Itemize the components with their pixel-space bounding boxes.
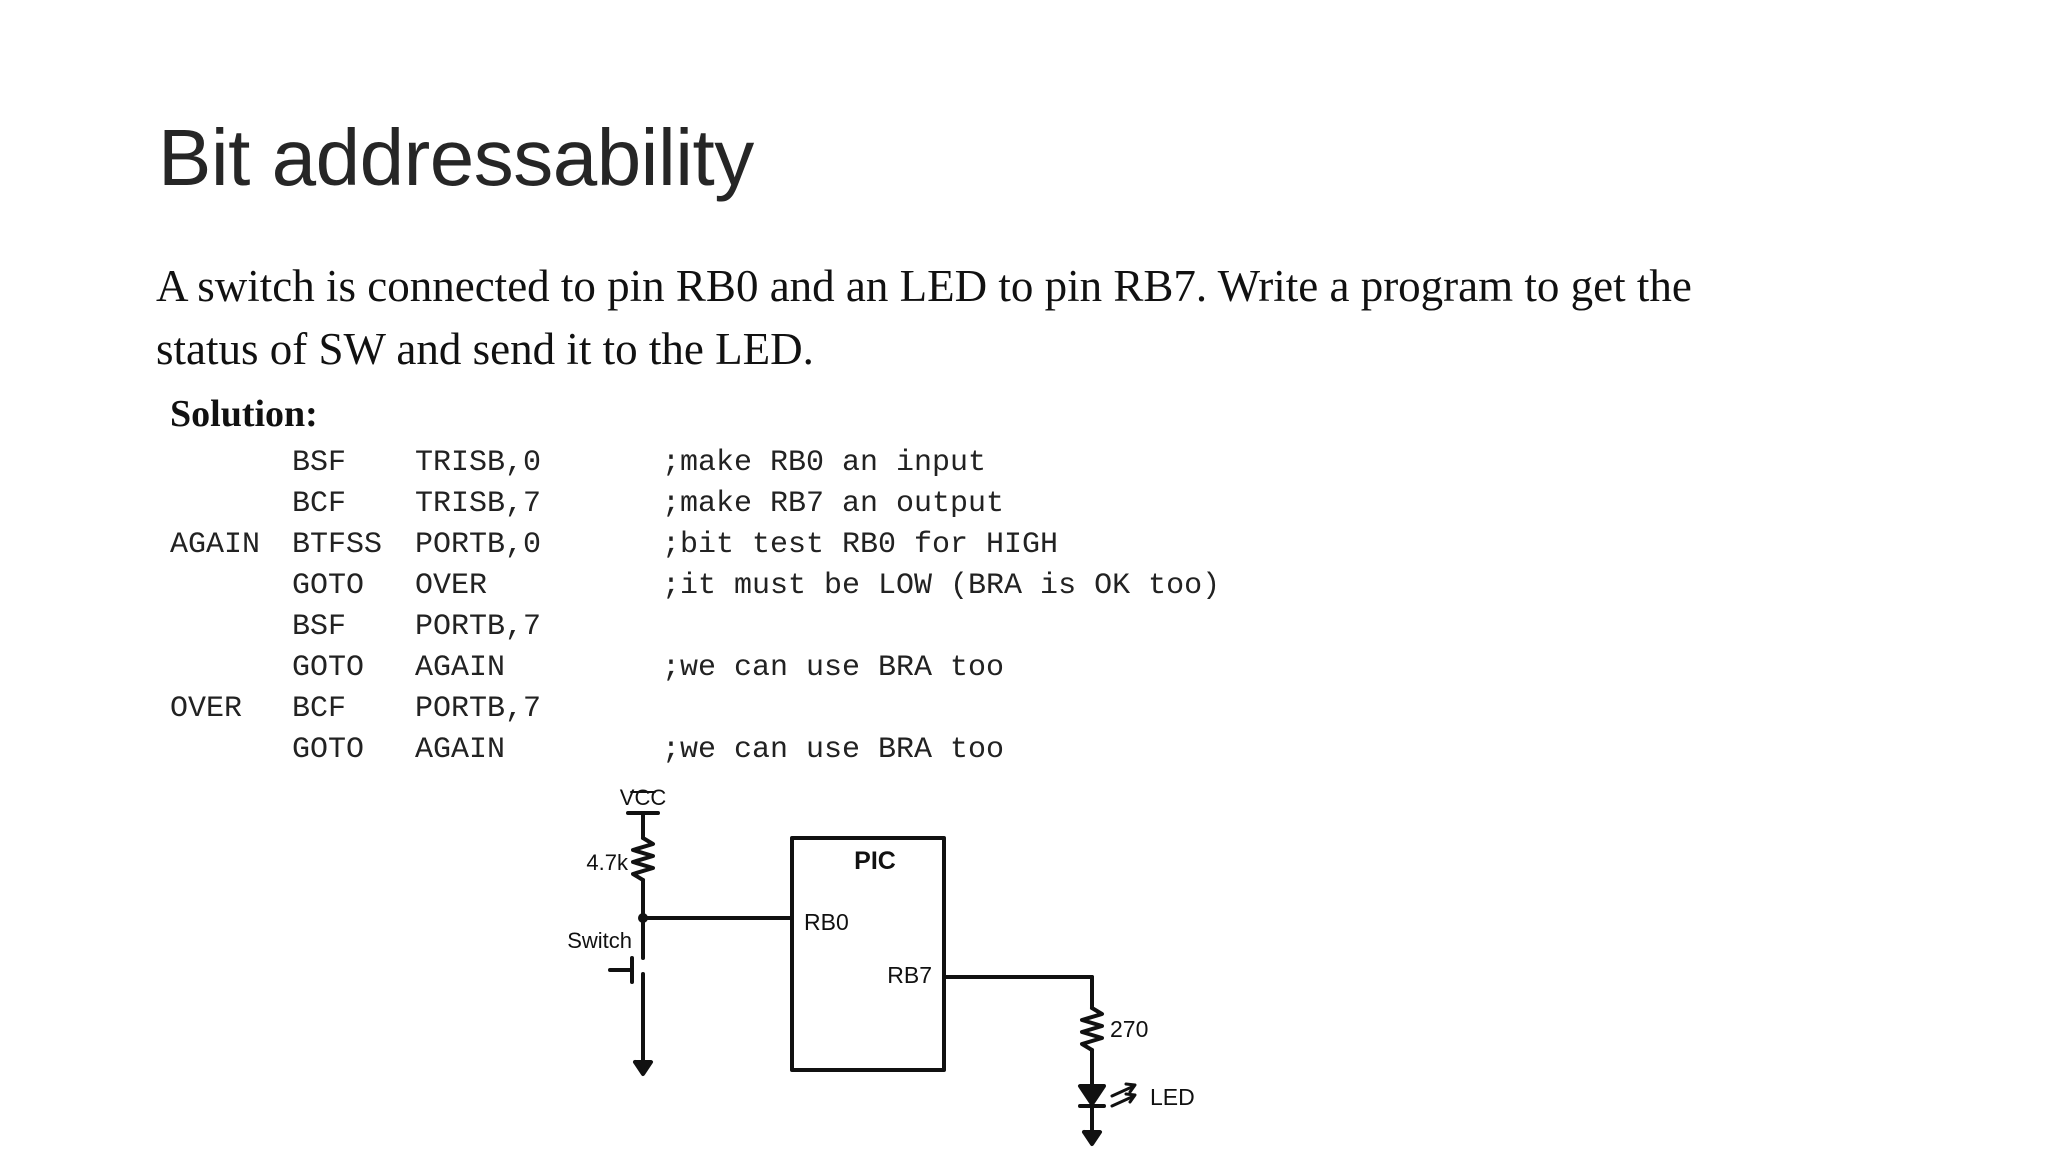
problem-line: A switch is connected to pin RB0 and an … bbox=[156, 261, 1692, 311]
code-line: OVER BCF PORTB,7 bbox=[170, 689, 1370, 730]
code-opcode: BCF bbox=[292, 692, 347, 726]
pin-rb0-label: RB0 bbox=[804, 909, 849, 935]
led-label: LED bbox=[1150, 1084, 1195, 1110]
code-comment: ;bit test RB0 for HIGH bbox=[662, 528, 1059, 562]
problem-statement: A switch is connected to pin RB0 and an … bbox=[156, 255, 1956, 381]
code-comment: ;we can use BRA too bbox=[662, 733, 1005, 767]
code-label: OVER bbox=[170, 692, 243, 726]
code-comment: ;make RB0 an input bbox=[662, 446, 987, 480]
pullup-resistor-label: 4.7k bbox=[586, 850, 629, 875]
solution-label: Solution: bbox=[170, 393, 318, 435]
code-opcode: BCF bbox=[292, 487, 347, 521]
code-opcode: GOTO bbox=[292, 733, 365, 767]
code-line: GOTO AGAIN ;we can use BRA too bbox=[170, 730, 1370, 771]
vcc-label: VCC bbox=[620, 785, 667, 810]
code-label: AGAIN bbox=[170, 528, 261, 562]
led-ray-arrow-icon bbox=[1124, 1092, 1137, 1104]
code-opcode: GOTO bbox=[292, 651, 365, 685]
code-line: GOTO AGAIN ;we can use BRA too bbox=[170, 648, 1370, 689]
code-comment: ;make RB7 an output bbox=[662, 487, 1005, 521]
code-operand: TRISB,7 bbox=[415, 487, 542, 521]
slide-title: Bit addressability bbox=[158, 113, 754, 202]
code-opcode: BSF bbox=[292, 610, 347, 644]
pic-chip bbox=[790, 836, 946, 1072]
code-listing: BSF TRISB,0 ;make RB0 an input BCF TRISB… bbox=[170, 443, 1370, 771]
led-light-ray bbox=[1110, 1094, 1136, 1108]
code-line: BCF TRISB,7 ;make RB7 an output bbox=[170, 484, 1370, 525]
led-ray-arrow-icon bbox=[1124, 1082, 1137, 1094]
code-line: AGAIN BTFSS PORTB,0 ;bit test RB0 for HI… bbox=[170, 525, 1370, 566]
circuit-diagram: VCC 4.7k Switch PIC RB0 RB7 270 LED bbox=[567, 785, 1195, 1146]
ground-arrow-icon bbox=[1082, 1130, 1102, 1146]
code-opcode: BSF bbox=[292, 446, 347, 480]
ground-arrow-icon bbox=[633, 1060, 653, 1076]
switch-label: Switch bbox=[567, 928, 632, 953]
code-operand: PORTB,7 bbox=[415, 610, 542, 644]
code-opcode: BTFSS bbox=[292, 528, 383, 562]
code-line: BSF PORTB,7 bbox=[170, 607, 1370, 648]
code-opcode: GOTO bbox=[292, 569, 365, 603]
code-comment: ;we can use BRA too bbox=[662, 651, 1005, 685]
code-operand: OVER bbox=[415, 569, 488, 603]
led-resistor-symbol bbox=[1080, 1006, 1104, 1052]
led-light-ray bbox=[1110, 1084, 1136, 1098]
code-comment: ;it must be LOW (BRA is OK too) bbox=[662, 569, 1221, 603]
code-line: BSF TRISB,0 ;make RB0 an input bbox=[170, 443, 1370, 484]
led-diode-symbol bbox=[1078, 1084, 1106, 1106]
pic-chip-label: PIC bbox=[854, 847, 896, 875]
code-operand: PORTB,7 bbox=[415, 692, 542, 726]
led-resistor-label: 270 bbox=[1110, 1016, 1148, 1042]
problem-line: status of SW and send it to the LED. bbox=[156, 324, 814, 374]
code-operand: AGAIN bbox=[415, 651, 506, 685]
pin-rb7-label: RB7 bbox=[887, 962, 932, 988]
pullup-resistor-symbol bbox=[631, 836, 655, 882]
code-operand: AGAIN bbox=[415, 733, 506, 767]
code-operand: TRISB,0 bbox=[415, 446, 542, 480]
code-operand: PORTB,0 bbox=[415, 528, 542, 562]
code-line: GOTO OVER ;it must be LOW (BRA is OK too… bbox=[170, 566, 1370, 607]
